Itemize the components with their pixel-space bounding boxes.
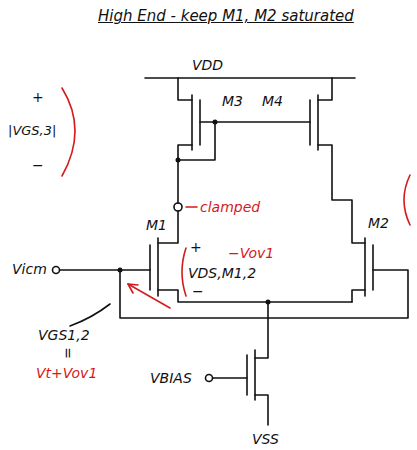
annotation-arrow (128, 284, 170, 308)
arrow-head (128, 284, 138, 293)
polarity-mark: − (192, 284, 204, 298)
voltage-label: VDS,M1,2 (188, 266, 256, 280)
signal-name: Vicm (12, 262, 47, 276)
annotation-note: Vt+Vov1 (36, 366, 97, 380)
m2-gate (372, 245, 374, 290)
bias-wire (213, 377, 247, 379)
input-wire (60, 269, 150, 271)
voltage-label: VGS1,2 (38, 328, 90, 342)
source-node-wire (158, 290, 352, 302)
m2-gate-wire (120, 270, 408, 318)
m5-source (255, 395, 268, 425)
annotation-note: −Vov1 (228, 246, 274, 260)
signal-name: VBIAS (150, 371, 192, 385)
m2-channel (364, 238, 366, 296)
m5-gate (246, 355, 248, 395)
polarity-mark: − (32, 158, 44, 172)
annotation-bracket (404, 175, 410, 225)
junction-dot (213, 120, 218, 125)
diode-connection (178, 122, 215, 160)
m1-channel (157, 238, 159, 296)
m4-source (318, 78, 332, 100)
supply-name: VDD (192, 58, 223, 72)
supply-rail (145, 77, 355, 79)
tail-wire (255, 302, 268, 358)
m3-source (178, 78, 192, 100)
polarity-mark: + (32, 90, 44, 104)
annotation-note: clamped (200, 200, 260, 214)
leader-line (70, 304, 110, 326)
transistor-name: M1 (146, 218, 167, 232)
junction-dot (176, 158, 181, 163)
annotation-bracket (182, 248, 186, 296)
m5-channel (254, 350, 256, 400)
polarity-mark: + (190, 240, 202, 254)
m2-source (352, 290, 365, 302)
junction-dot (266, 300, 271, 305)
transistor-name: M3 (222, 94, 243, 108)
junction-dot (118, 268, 123, 273)
input-terminal (53, 267, 60, 274)
bias-terminal (206, 375, 213, 382)
annotation-bracket (62, 88, 75, 176)
m1-gate (149, 245, 151, 290)
m3-channel (191, 95, 193, 150)
m3-drain (178, 145, 192, 203)
supply-name: VSS (252, 432, 279, 446)
voltage-label: |VGS,3| (8, 124, 56, 138)
transistor-name: M2 (368, 216, 389, 230)
clamped-node (174, 203, 182, 211)
m4-channel (317, 95, 319, 150)
m4-drain (318, 145, 365, 243)
equals-mark: = (61, 347, 75, 359)
transistor-name: M4 (262, 94, 283, 108)
annotation-leader (186, 206, 197, 208)
page-title: High End - keep M1, M2 saturated (98, 8, 354, 24)
m4-gate (309, 100, 311, 145)
